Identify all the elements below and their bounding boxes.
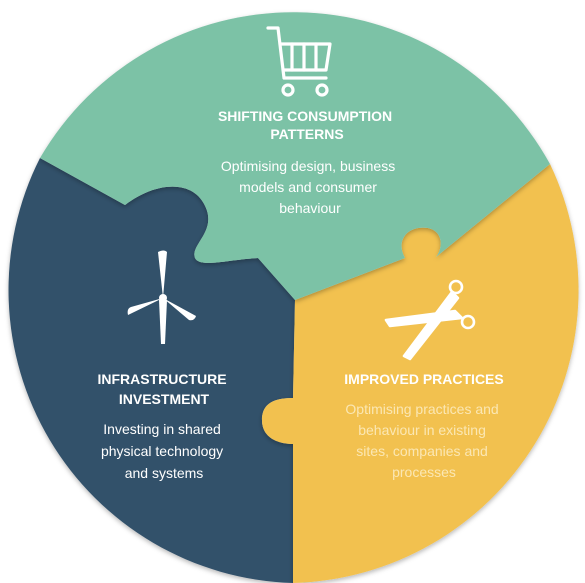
shopping-cart-icon — [266, 26, 332, 97]
shifting-consumption-title: SHIFTING CONSUMPTION PATTERNS — [218, 108, 396, 142]
infrastructure-investment-title: INFRASTRUCTURE INVESTMENT — [98, 371, 231, 407]
infrastructure-investment-description: Investing in shared physical technology … — [101, 421, 227, 481]
shifting-consumption-description: Optimising design, business models and c… — [221, 158, 399, 216]
wind-turbine-icon — [127, 250, 196, 344]
scissors-icon — [384, 279, 476, 361]
shifting-consumption-piece — [40, 12, 550, 301]
improved-practices-title: IMPROVED PRACTICES — [344, 371, 503, 387]
improved-practices-description: Optimising practices and behaviour in ex… — [345, 401, 502, 480]
infrastructure-investment-piece — [8, 158, 295, 583]
improved-practices-piece — [262, 164, 579, 583]
